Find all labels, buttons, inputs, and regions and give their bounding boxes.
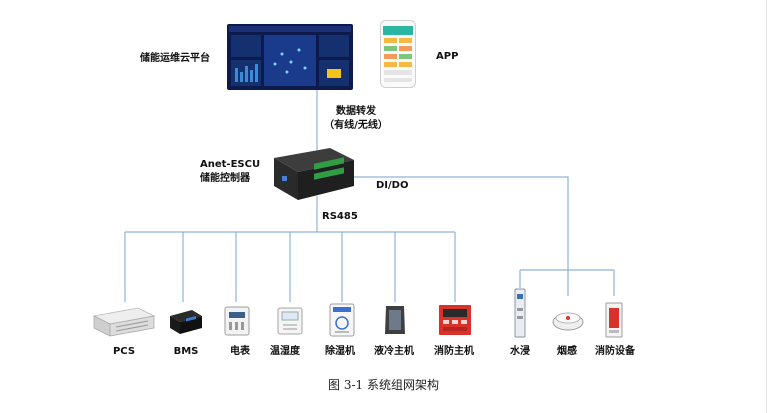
- dido-trunk-line: [353, 176, 569, 270]
- device-label: 温湿度: [270, 346, 300, 357]
- meter-icon: [224, 306, 250, 336]
- controller-name-label: 储能控制器: [200, 173, 250, 184]
- platform-label: 储能运维云平台: [140, 53, 210, 64]
- liquid-cooling-unit-icon: [385, 306, 405, 334]
- cloud-platform-dashboard-icon: [227, 24, 353, 90]
- device-label: 消防主机: [434, 346, 474, 357]
- bms-icon: [170, 310, 202, 334]
- dido-label: DI/DO: [376, 180, 409, 191]
- device-label: 消防设备: [595, 346, 635, 357]
- pcs-icon: [92, 307, 156, 337]
- rs485-label: RS485: [322, 211, 358, 222]
- link-label-line2: （有线/无线）: [324, 120, 388, 131]
- controller-model-label: Anet-ESCU: [200, 159, 261, 170]
- device-label: BMS: [173, 346, 199, 357]
- thermo-hygrometer-icon: [277, 307, 303, 335]
- fire-equipment-icon: [605, 302, 623, 338]
- device-label: PCS: [112, 346, 136, 357]
- device-label: 烟感: [557, 346, 577, 357]
- figure-caption: 图 3-1 系统组网架构: [328, 378, 439, 392]
- link-label-line1: 数据转发: [336, 106, 376, 117]
- dehumidifier-icon: [329, 303, 355, 337]
- device-label: 水浸: [510, 346, 530, 357]
- escu-controller-icon: [274, 148, 354, 200]
- device-label: 液冷主机: [374, 346, 414, 357]
- fire-control-host-icon: [439, 305, 471, 335]
- mobile-app-icon: [380, 20, 416, 88]
- app-label: APP: [436, 51, 459, 62]
- smoke-detector-icon: [552, 312, 584, 331]
- device-label: 除湿机: [325, 346, 355, 357]
- device-label: 电表: [230, 346, 250, 357]
- water-leak-sensor-icon: [514, 288, 526, 338]
